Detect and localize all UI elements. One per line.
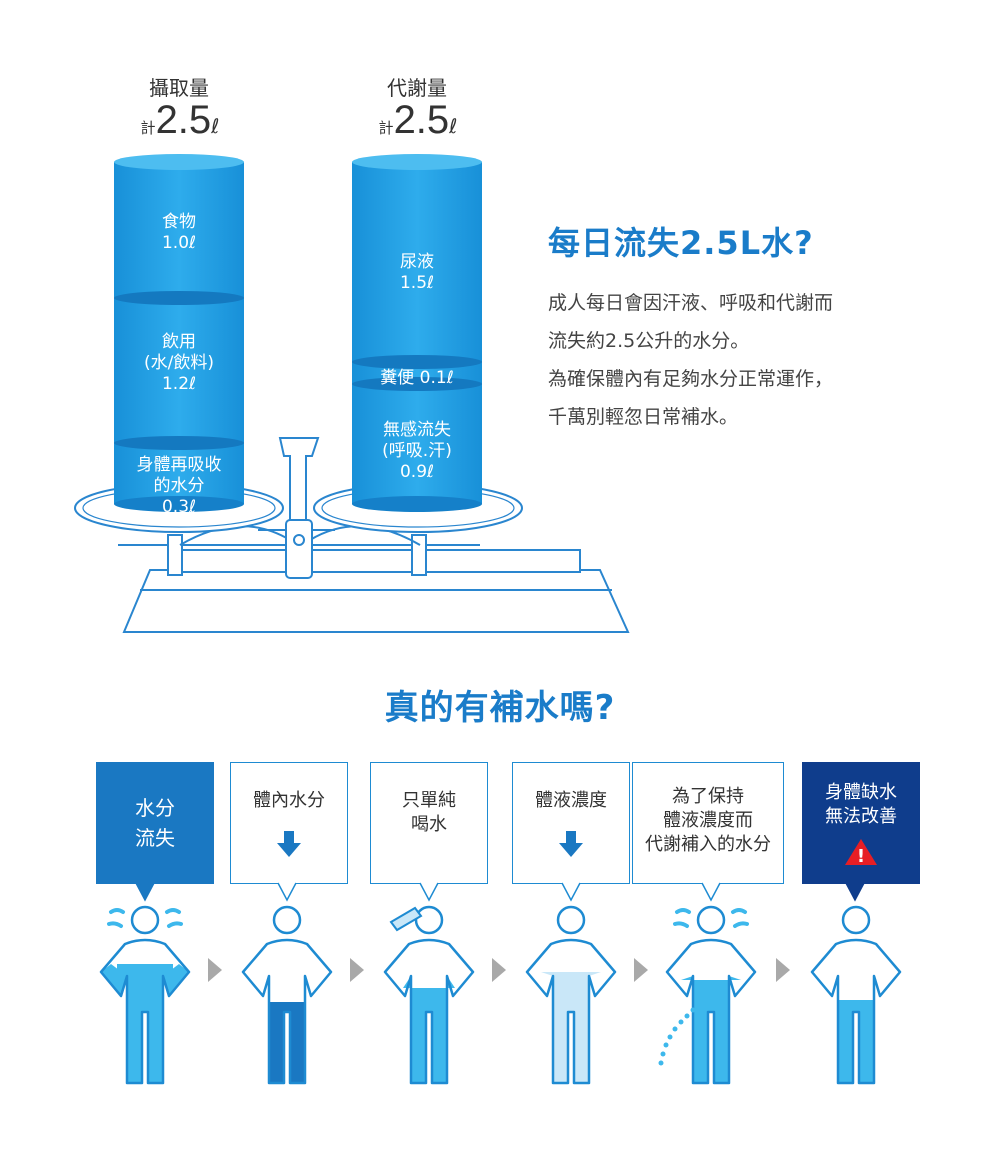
warning-mark: ! bbox=[857, 846, 865, 867]
segment-label: 無感流失 bbox=[383, 420, 451, 440]
step-box-body-water: 體內水分 bbox=[230, 762, 348, 884]
sweat-icon bbox=[673, 908, 749, 928]
output-title: 代謝量 bbox=[387, 76, 447, 100]
segment-value: 1.5ℓ bbox=[399, 273, 435, 293]
segment-feces: 糞便 0.1ℓ bbox=[352, 368, 482, 389]
segment-value: 0.3ℓ bbox=[161, 497, 197, 517]
segment-value: 1.0ℓ bbox=[161, 233, 197, 253]
chevron-right-icon bbox=[776, 958, 790, 982]
intake-total: 計2.5ℓ bbox=[100, 98, 260, 143]
step-box-drink-water: 只單純 喝水 bbox=[370, 762, 488, 884]
segment-drink: 飲用 (水/飲料) 1.2ℓ bbox=[114, 332, 244, 395]
step-line: 喝水 bbox=[411, 814, 447, 835]
step-line: 代謝補入的水分 bbox=[645, 834, 771, 855]
info-heading: 每日流失2.5L水? bbox=[548, 224, 814, 262]
segment-food: 食物 1.0ℓ bbox=[114, 212, 244, 254]
info-line: 成人每日會因汗液、呼吸和代謝而 bbox=[548, 292, 834, 314]
step-box-fluid-concentration: 體液濃度 bbox=[512, 762, 630, 884]
segment-label: 糞便 0.1ℓ bbox=[380, 368, 454, 388]
figure-drink-water bbox=[383, 905, 475, 1085]
segment-label: 尿液 bbox=[400, 252, 434, 272]
segment-sub: (呼吸.汗) bbox=[382, 441, 452, 461]
info-line: 流失約2.5公升的水分。 bbox=[548, 330, 750, 352]
step-line: 流失 bbox=[135, 826, 175, 850]
step-chevrons bbox=[208, 958, 790, 982]
chevron-right-icon bbox=[350, 958, 364, 982]
drip-dots-icon bbox=[658, 1007, 696, 1066]
info-line: 為確保體內有足夠水分正常運作， bbox=[548, 368, 834, 390]
figure-fluid-concentration bbox=[525, 905, 617, 1085]
segment-label: 身體再吸收 bbox=[136, 455, 222, 475]
intake-total-value: 2.5 bbox=[155, 98, 212, 142]
chevron-right-icon bbox=[634, 958, 648, 982]
figure-metabolic-water bbox=[658, 905, 757, 1085]
chevron-right-icon bbox=[492, 958, 506, 982]
arrow-down-icon bbox=[277, 831, 301, 857]
output-total: 計2.5ℓ bbox=[338, 98, 498, 143]
intake-total-unit: ℓ bbox=[211, 114, 220, 138]
step-line: 身體缺水 bbox=[825, 782, 897, 803]
figure-body-water bbox=[241, 905, 333, 1085]
segment-label: 食物 bbox=[162, 212, 196, 232]
intake-title: 攝取量 bbox=[149, 76, 209, 100]
step-line: 只單純 bbox=[402, 790, 456, 811]
intake-total-prefix: 計 bbox=[140, 119, 156, 137]
step-line: 水分 bbox=[135, 796, 175, 820]
step-line: 無法改善 bbox=[825, 806, 897, 827]
chevron-right-icon bbox=[208, 958, 222, 982]
figure-dehydration bbox=[810, 905, 902, 1085]
scale-base bbox=[118, 437, 630, 633]
step-line: 體液濃度而 bbox=[663, 810, 753, 831]
segment-sub: (水/飲料) bbox=[144, 353, 214, 373]
info-line: 千萬別輕忽日常補水。 bbox=[548, 406, 739, 428]
section2-heading: 真的有補水嗎? bbox=[384, 688, 616, 728]
step-box-dehydration: 身體缺水 無法改善 ! bbox=[802, 762, 920, 884]
segment-value: 0.9ℓ bbox=[399, 462, 435, 482]
segment-reabsorb: 身體再吸收 的水分 0.3ℓ bbox=[104, 455, 254, 518]
segment-sub: 的水分 bbox=[153, 476, 205, 496]
output-total-prefix: 計 bbox=[378, 119, 394, 137]
segment-value: 1.2ℓ bbox=[161, 374, 197, 394]
arrow-down-icon bbox=[559, 831, 583, 857]
output-cylinder bbox=[352, 154, 482, 512]
sweat-icon bbox=[107, 908, 183, 928]
step-line: 為了保持 bbox=[672, 786, 744, 807]
figures-row bbox=[99, 882, 902, 1085]
segment-insensible: 無感流失 (呼吸.汗) 0.9ℓ bbox=[352, 420, 482, 483]
speech-pointers bbox=[134, 882, 865, 902]
step-box-metabolic-water: 為了保持 體液濃度而 代謝補入的水分 bbox=[632, 762, 784, 884]
intake-cylinder bbox=[114, 154, 244, 512]
output-total-unit: ℓ bbox=[449, 114, 458, 138]
output-total-value: 2.5 bbox=[393, 98, 450, 142]
cup-icon bbox=[389, 906, 423, 932]
figure-water-loss bbox=[99, 905, 191, 1085]
step-line: 體內水分 bbox=[253, 790, 325, 811]
step-line: 體液濃度 bbox=[535, 790, 607, 811]
info-paragraph: 成人每日會因汗液、呼吸和代謝而 流失約2.5公升的水分。 為確保體內有足夠水分正… bbox=[548, 284, 978, 436]
segment-urine: 尿液 1.5ℓ bbox=[352, 252, 482, 294]
warning-icon: ! bbox=[845, 839, 877, 867]
step-box-water-loss: 水分 流失 bbox=[96, 762, 214, 884]
balance-illustration bbox=[74, 154, 630, 633]
segment-label: 飲用 bbox=[162, 332, 196, 352]
